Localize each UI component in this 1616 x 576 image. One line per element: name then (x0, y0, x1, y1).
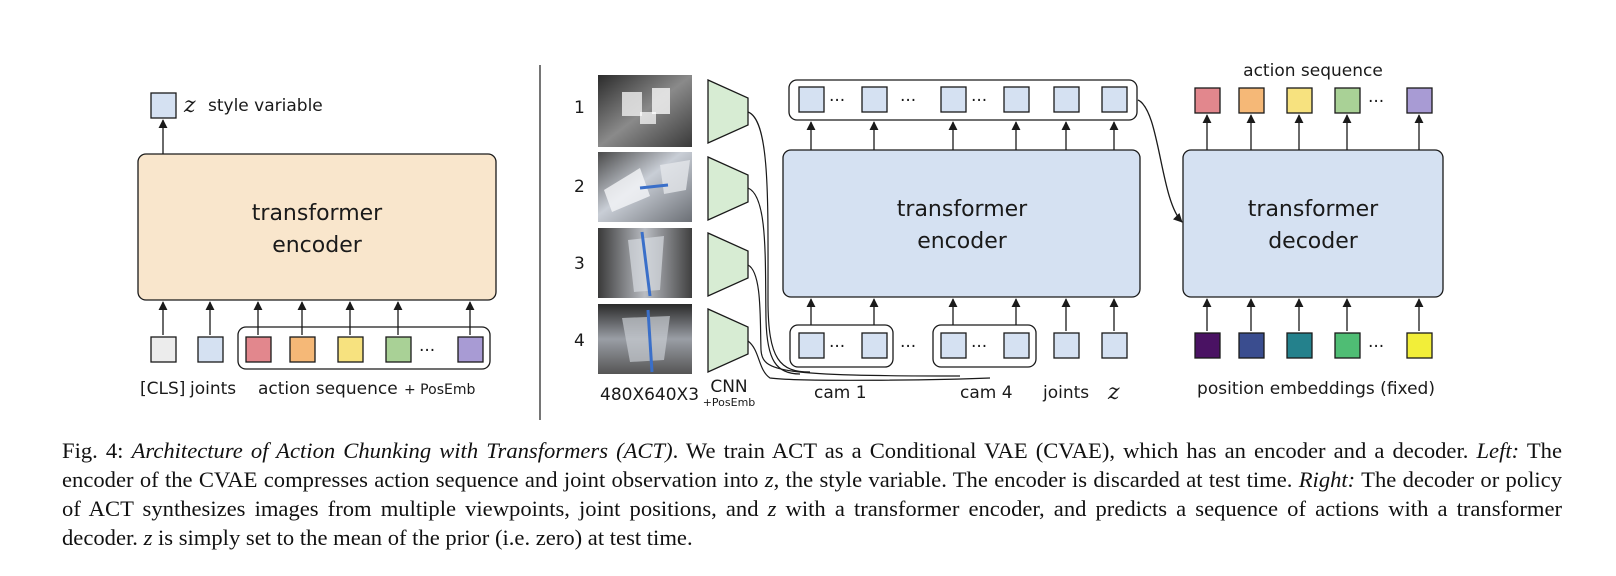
decoder-action-sequence-label: action sequence (1243, 61, 1383, 81)
camera-image-4 (598, 304, 692, 374)
right-transformer-encoder-box (782, 149, 1141, 298)
cnn-block-1 (707, 78, 749, 145)
position-embedding-tokens (1194, 332, 1433, 359)
pos-emb-3 (1286, 332, 1313, 359)
enc-out-ellipsis-3: ··· (971, 91, 987, 111)
position-embedding-arrows (1202, 298, 1424, 331)
encoder-input-tokens (798, 332, 1128, 359)
caption-title: Architecture of Action Chunking with Tra… (131, 438, 673, 463)
posemb-label: + PosEmb (404, 382, 475, 398)
right-z-symbol: z (1107, 380, 1120, 405)
caption-sentence-1: . We train ACT as a Conditional VAE (CVA… (672, 438, 1469, 463)
right-joints-label: joints (1042, 383, 1089, 403)
cam-number-4: 4 (574, 331, 585, 351)
cnn-posemb-label: +PosEmb (703, 396, 756, 409)
left-input-arrows (158, 301, 475, 335)
cam4-feature-group-outline (932, 324, 1037, 368)
pos-emb-k (1406, 332, 1433, 359)
cnn-block-2 (707, 155, 749, 222)
decoder-title-line2: decoder (1268, 229, 1359, 254)
decoder-title-line1: transformer (1248, 197, 1379, 222)
transformer-decoder-box (1182, 149, 1444, 298)
caption-sentence-4: is simply set to the mean of the prior (… (158, 525, 693, 550)
decoder-output-arrows (1202, 114, 1424, 150)
action-token-3 (337, 336, 364, 363)
pos-emb-ellipsis: ··· (1368, 337, 1384, 357)
right-encoder-title-line1: transformer (897, 197, 1028, 222)
camera-image-1 (598, 75, 692, 147)
left-encoder-title-line1: transformer (252, 201, 383, 226)
predicted-action-1 (1194, 87, 1221, 114)
enc-in-ellipsis-3: ··· (971, 337, 987, 357)
cam-number-1: 1 (574, 98, 585, 118)
style-variable-label: style variable (208, 96, 323, 116)
cam1-feature-group-outline (789, 324, 894, 368)
caption-sentence-3a: The decoder or policy of ACT synthesizes… (62, 467, 1563, 521)
enc-in-ellipsis-1: ··· (829, 337, 845, 357)
joints-token (197, 336, 224, 363)
caption-sentence-3b: with a transformer encoder, and predicts… (62, 496, 1562, 550)
predicted-action-4 (1334, 87, 1361, 114)
predicted-action-3 (1286, 87, 1313, 114)
z-output-token (150, 92, 177, 119)
action-sequence-label: action sequence (258, 379, 398, 399)
predicted-action-k (1406, 87, 1433, 114)
cls-label: [CLS] (140, 379, 185, 399)
pos-emb-1 (1194, 332, 1221, 359)
decoder-action-tokens (1194, 87, 1433, 114)
enc-in-ellipsis-2: ··· (900, 337, 916, 357)
left-action-ellipsis: ··· (419, 341, 435, 361)
action-token-k (457, 336, 484, 363)
action-token-4 (385, 336, 412, 363)
left-encoder-title-line2: encoder (272, 233, 363, 258)
enc-out-ellipsis-1: ··· (829, 91, 845, 111)
action-token-1 (245, 336, 272, 363)
right-encoder-title-line2: encoder (917, 229, 1008, 254)
caption-fig-label: Fig. 4: (62, 438, 124, 463)
pos-emb-4 (1334, 332, 1361, 359)
cnn-label: CNN (710, 377, 747, 397)
camera-image-3 (598, 228, 692, 298)
caption-z-1: z (764, 467, 774, 492)
encoder-output-arrows (806, 121, 1119, 150)
left-transformer-encoder-box (137, 153, 497, 301)
enc-out-ellipsis-2: ··· (900, 91, 916, 111)
caption-left-label: Left: (1476, 438, 1520, 463)
caption-sentence-2b: , the style variable. The encoder is dis… (773, 467, 1293, 492)
cam1-label: cam 1 (814, 383, 867, 403)
predicted-action-2 (1238, 87, 1265, 114)
pos-emb-2 (1238, 332, 1265, 359)
encoder-input-arrows (806, 298, 1119, 331)
cnn-block-4 (707, 307, 749, 374)
encoder-to-decoder-arrow (1137, 99, 1183, 223)
decoder-out-ellipsis: ··· (1368, 92, 1384, 112)
position-embeddings-label: position embeddings (fixed) (1197, 379, 1435, 399)
cnn-connectors (747, 111, 991, 381)
caption-z-2: z (767, 496, 777, 521)
caption-right-label: Right: (1298, 467, 1356, 492)
cam-number-2: 2 (574, 177, 585, 197)
right-panel-act-policy: 1 2 3 4 480X640X3 (574, 61, 1444, 409)
cam-number-3: 3 (574, 254, 585, 274)
action-token-2 (289, 336, 316, 363)
encoder-output-tokens (798, 86, 1128, 113)
cnn-block-3 (707, 231, 749, 298)
left-panel-cvae-encoder: z style variable transformer encoder ···… (137, 92, 497, 399)
image-size-label: 480X640X3 (600, 385, 699, 405)
caption-sentence-2a: The encoder of the CVAE compresses actio… (62, 438, 1562, 492)
act-architecture-diagram: z style variable transformer encoder ···… (137, 61, 1444, 420)
joints-label: joints (189, 379, 236, 399)
caption-z-3: z (143, 525, 153, 550)
encoder-output-group-outline (788, 79, 1138, 121)
action-sequence-group-outline (237, 326, 491, 370)
z-symbol: z (183, 93, 196, 118)
cam4-label: cam 4 (960, 383, 1013, 403)
figure-caption: Fig. 4: Architecture of Action Chunking … (62, 436, 1562, 552)
cnn-blocks (707, 78, 749, 374)
camera-image-2 (598, 152, 692, 222)
cls-token (150, 336, 177, 363)
